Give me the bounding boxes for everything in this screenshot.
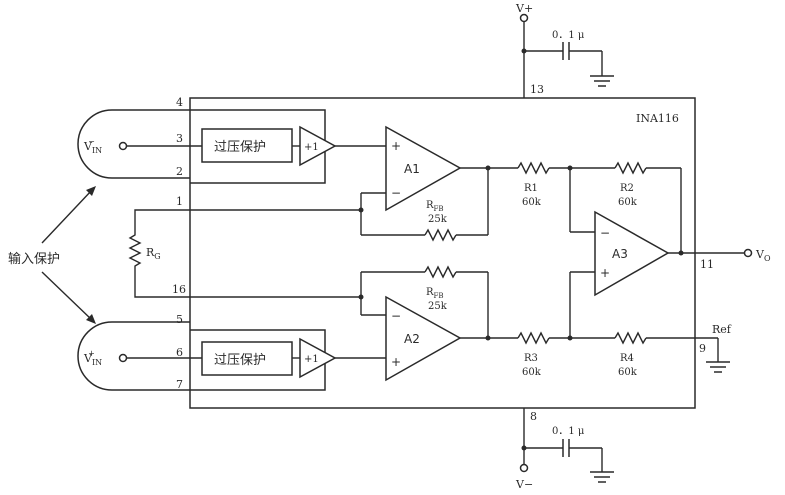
input-protection-label: 输入保护 xyxy=(8,251,60,267)
pin-2: 2 xyxy=(176,165,183,178)
top-buffer: +1 xyxy=(299,125,386,167)
positive-input-terminal xyxy=(118,353,128,363)
pin-11: 11 xyxy=(700,258,714,271)
r2-value: 60k xyxy=(618,197,638,208)
top-buffer-label: +1 xyxy=(304,142,319,153)
pin-1: 1 xyxy=(176,195,183,208)
top-overvoltage-protection: 过压保护 xyxy=(201,128,300,163)
resistor-r2: R2 60k xyxy=(614,161,647,208)
bottom-ground-symbol xyxy=(590,448,614,483)
rfb-a1-label: RFB xyxy=(426,200,444,213)
resistor-r3: R3 60k xyxy=(517,331,550,378)
bottom-input-shield xyxy=(77,321,190,391)
feedback-resistor-a1: RFB 25k xyxy=(424,200,457,242)
bottom-overvoltage-protection: 过压保护 xyxy=(201,341,300,376)
r4-label: R4 xyxy=(620,353,634,364)
r3-label: R3 xyxy=(524,353,538,364)
gain-resistor-rg: RG xyxy=(128,209,190,298)
a2-minus-sign: − xyxy=(391,309,401,323)
top-ground-symbol xyxy=(590,51,614,87)
a2-plus-sign: + xyxy=(391,355,401,369)
ref-label: Ref xyxy=(712,323,732,336)
rfb-a2-value: 25k xyxy=(428,301,448,312)
input-protection-arrow-up xyxy=(41,186,96,244)
a3-label: A3 xyxy=(612,247,628,261)
negative-input-label: VIN− xyxy=(83,137,102,155)
top-capacitor-value: 0．1 μ xyxy=(552,30,585,41)
positive-supply-terminal xyxy=(519,13,529,23)
negative-supply-label: V− xyxy=(515,478,533,491)
negative-input-terminal xyxy=(118,141,128,151)
r4-value: 60k xyxy=(618,367,638,378)
rfb-a1-value: 25k xyxy=(428,214,448,225)
bottom-protection-label: 过压保护 xyxy=(214,353,266,368)
pin-7: 7 xyxy=(176,378,183,391)
rfb-a2-label: RFB xyxy=(426,287,444,300)
negative-supply-terminal xyxy=(519,463,529,473)
rg-label: RG xyxy=(146,246,161,261)
pin-13: 13 xyxy=(530,83,544,96)
top-protection-label: 过压保护 xyxy=(214,140,266,155)
bottom-decoupling-capacitor: 0．1 μ xyxy=(552,426,602,457)
amplifier-a1: A1 + − xyxy=(385,125,462,212)
amplifier-a2: A2 − + xyxy=(385,295,462,382)
output-terminal: VO xyxy=(743,248,771,263)
bottom-buffer: +1 xyxy=(299,337,386,379)
input-protection-arrow-down xyxy=(41,271,96,324)
r1-value: 60k xyxy=(522,197,542,208)
negative-supply: V− xyxy=(515,408,563,491)
a1-label: A1 xyxy=(404,162,420,176)
chip-name: INA116 xyxy=(636,112,679,125)
ref-ground-symbol xyxy=(706,338,730,373)
r1-label: R1 xyxy=(524,183,538,194)
r2-label: R2 xyxy=(620,183,634,194)
a3-plus-sign: + xyxy=(600,266,610,280)
negative-input: VIN− xyxy=(83,137,202,155)
top-input-shield xyxy=(77,109,190,179)
pin-6: 6 xyxy=(176,346,183,359)
output-label: VO xyxy=(755,248,771,263)
resistor-r1: R1 60k xyxy=(517,161,550,208)
a1-minus-sign: − xyxy=(391,186,401,200)
a2-label: A2 xyxy=(404,332,420,346)
a3-minus-sign: − xyxy=(600,226,610,240)
amplifier-a3: A3 − + xyxy=(594,210,670,297)
positive-supply-label: V+ xyxy=(515,2,533,15)
r3-value: 60k xyxy=(522,367,542,378)
positive-input: VIN+ xyxy=(83,349,202,367)
pin-8: 8 xyxy=(530,410,537,423)
positive-supply: V+ xyxy=(515,2,563,98)
pin-4: 4 xyxy=(176,96,183,109)
feedback-resistor-a2: RFB 25k xyxy=(424,265,457,312)
pin-9: 9 xyxy=(699,342,706,355)
resistor-r4: R4 60k xyxy=(614,331,647,378)
top-decoupling-capacitor: 0．1 μ xyxy=(552,30,602,60)
pin-5: 5 xyxy=(176,313,183,326)
a1-plus-sign: + xyxy=(391,139,401,153)
positive-input-label: VIN+ xyxy=(83,349,102,367)
pin-3: 3 xyxy=(176,132,183,145)
pin-16: 16 xyxy=(172,283,186,296)
bottom-buffer-label: +1 xyxy=(304,354,319,365)
bottom-capacitor-value: 0．1 μ xyxy=(552,426,585,437)
